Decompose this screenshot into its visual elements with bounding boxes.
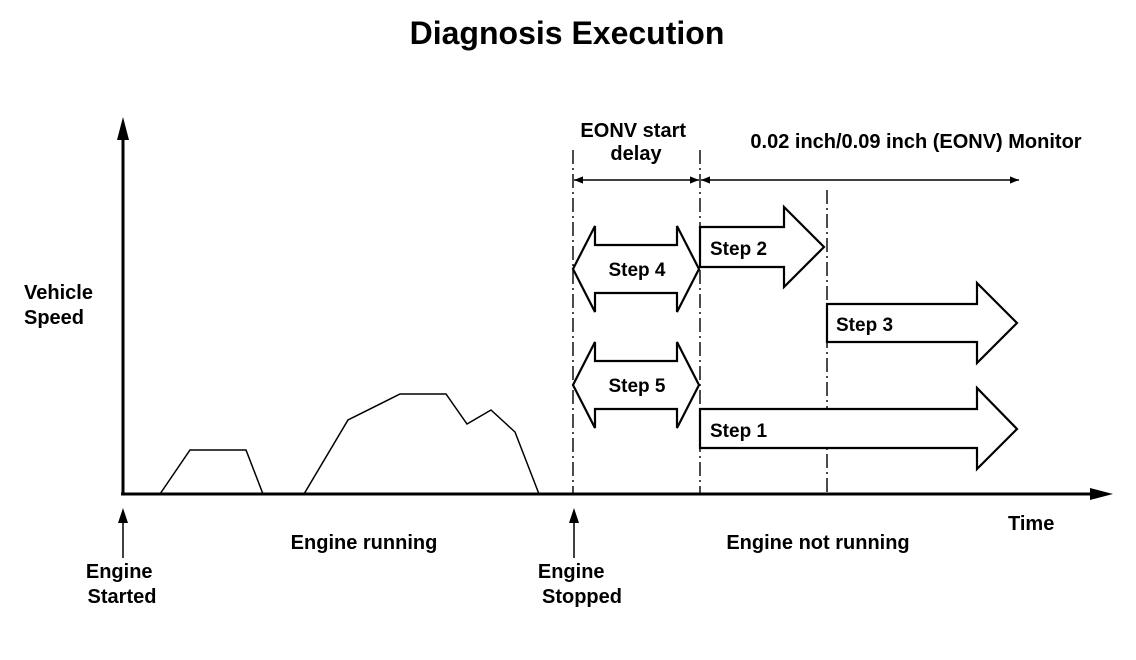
engine-running-label: Engine running (291, 532, 438, 554)
vehicle-speed-trace (159, 393, 540, 495)
start-delay-label: EONV start delay (580, 120, 691, 165)
y-axis-label: Vehicle Speed (24, 282, 99, 329)
y-axis-label-line-1: Vehicle (24, 282, 93, 304)
engine-stopped-label: Engine Stopped (538, 561, 622, 608)
engine-started-label-line-1: Engine (86, 561, 153, 583)
x-axis-arrowhead (1090, 488, 1113, 500)
step4-label: Step 4 (608, 260, 665, 281)
monitor-label: 0.02 inch/0.09 inch (EONV) Monitor (750, 131, 1081, 153)
engine-not-running-label: Engine not running (726, 532, 909, 554)
step3-label: Step 3 (836, 315, 893, 336)
engine-started-label-line-2: Started (88, 586, 157, 608)
step1-label: Step 1 (710, 421, 767, 442)
start-delay-label-line-2: delay (610, 143, 662, 165)
step3-arrow: Step 3 (825, 280, 1019, 366)
x-axis-label: Time (1008, 513, 1054, 535)
step1-arrow: Step 1 (698, 385, 1019, 472)
diagram-title: Diagnosis Execution (410, 15, 725, 51)
step2-arrow: Step 2 (698, 204, 826, 290)
step2-label: Step 2 (710, 239, 767, 260)
engine-stopped-label-line-2: Stopped (542, 586, 622, 608)
step4-arrow: Step 4 (571, 225, 701, 313)
y-axis-arrowhead (117, 117, 129, 140)
engine-started-arrowhead (118, 508, 128, 523)
step5-arrow: Step 5 (571, 341, 701, 429)
engine-stopped-arrowhead (569, 508, 579, 523)
y-axis-label-line-2: Speed (24, 307, 84, 329)
start-delay-label-line-1: EONV start (580, 120, 686, 142)
step5-label: Step 5 (608, 376, 665, 397)
engine-stopped-label-line-1: Engine (538, 561, 605, 583)
engine-started-label: Engine Started (86, 561, 158, 608)
